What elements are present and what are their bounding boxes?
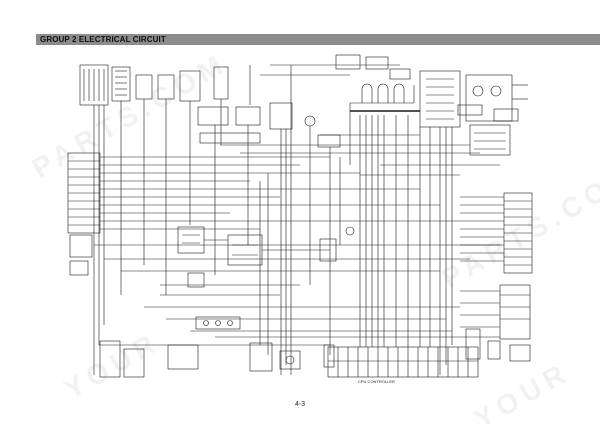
page-number: 4-3: [294, 401, 306, 408]
electrical-circuit-diagram: [67, 54, 533, 378]
connector-block-right: [460, 192, 533, 362]
components-upper-middle: [197, 64, 400, 375]
module-upper-right: [320, 70, 528, 375]
section-title: GROUP 2 ELECTRICAL CIRCUIT: [40, 35, 166, 44]
cpu-controller-connector: [327, 346, 479, 378]
cpu-controller-label: CPU CONTROLLER: [358, 379, 395, 384]
wire-bus-horizontal: [94, 144, 500, 346]
heater-coil-assembly: [335, 54, 420, 165]
components-middle-left: [160, 226, 355, 330]
switch-panel-left: [67, 152, 460, 276]
wire-bundle-vertical: [259, 115, 431, 355]
components-bottom: [99, 328, 501, 378]
fuse-relay-block-top-left: [79, 64, 229, 375]
section-header-bar: [36, 34, 600, 45]
